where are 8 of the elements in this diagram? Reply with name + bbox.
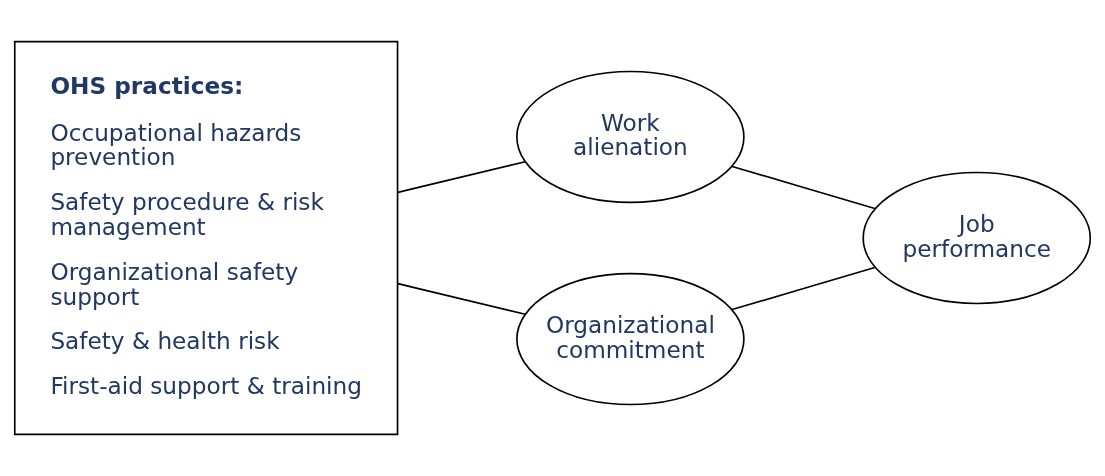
node-ellipse: Work alienation — [516, 70, 745, 204]
connector — [731, 165, 876, 210]
node-box: OHS practices: Occupational hazards prevention Safety procedure & risk management Organizational safety support Safety & health risk First-aid support & training — [13, 40, 399, 436]
node-ellipse: Job performance — [862, 171, 1092, 305]
connector — [731, 266, 876, 311]
node-ellipse: Organizational commitment — [516, 272, 745, 406]
connector — [397, 282, 527, 316]
connector — [397, 160, 527, 194]
